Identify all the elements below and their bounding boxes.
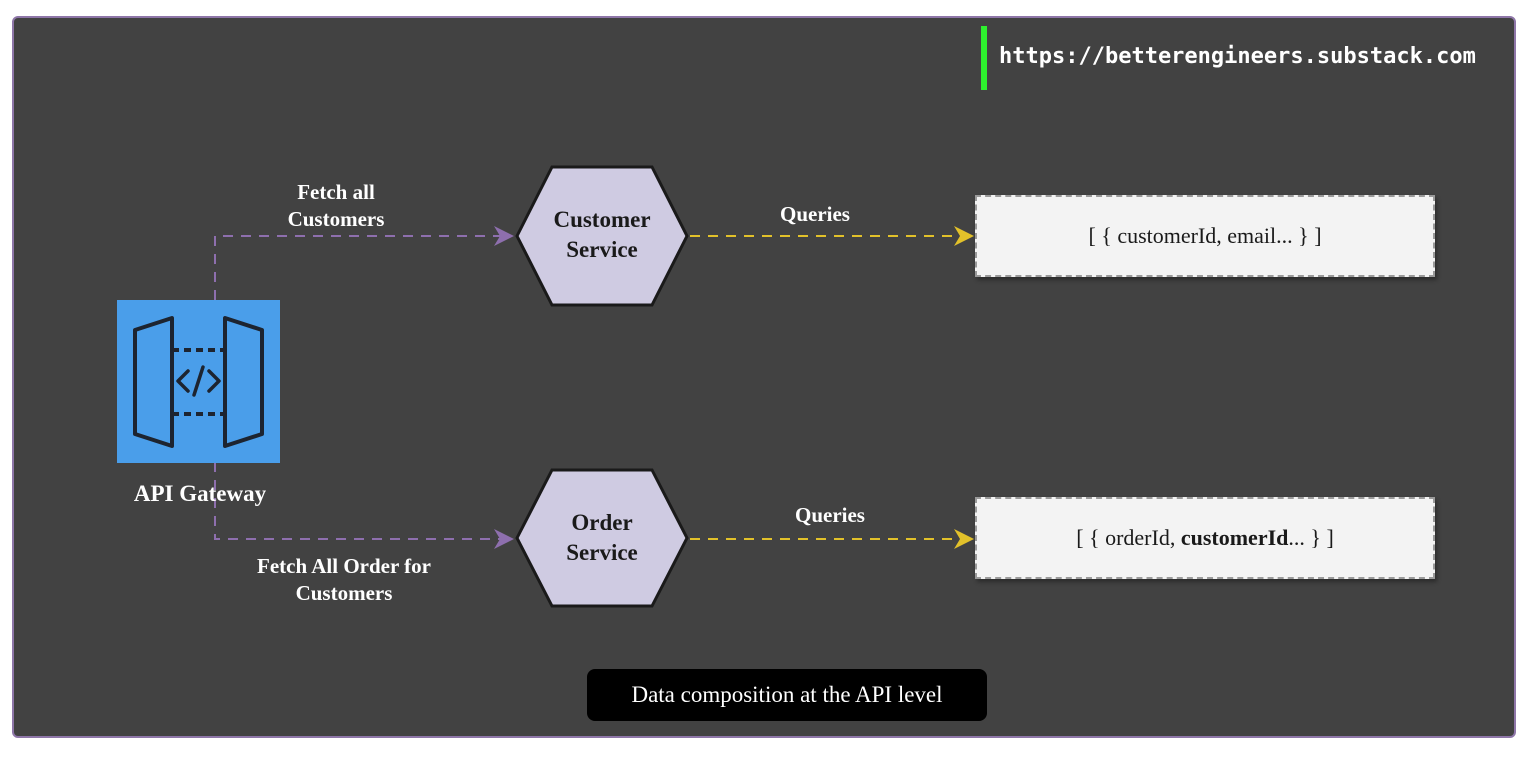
customer-data-box: [ { customerId, email... } ] [975, 195, 1435, 277]
edge-fetch-orders [214, 462, 514, 549]
order-data-suffix: ... } ] [1288, 525, 1334, 550]
label-fetch-orders-line2: Customers [295, 581, 393, 605]
order-data-prefix: [ { orderId, [1076, 525, 1181, 550]
order-service-line1: Order [571, 510, 633, 535]
label-fetch-customers-line2: Customers [287, 207, 385, 231]
caption-text: Data composition at the API level [631, 682, 943, 707]
label-fetch-customers: Fetch all Customers [256, 179, 416, 233]
customer-service-hexagon [515, 165, 689, 307]
order-data-box: [ { orderId, customerId... } ] [975, 497, 1435, 579]
label-fetch-orders: Fetch All Order for Customers [224, 553, 464, 607]
url-accent-bar [981, 26, 987, 90]
customer-service-label[interactable]: Customer Service [532, 205, 672, 265]
order-service-hexagon [515, 468, 689, 608]
api-gateway-label: API Gateway [133, 481, 267, 506]
diagram-caption: Data composition at the API level [587, 669, 987, 721]
label-fetch-customers-line1: Fetch all [297, 180, 375, 204]
edge-fetch-customers [214, 226, 514, 300]
customer-service-line1: Customer [553, 207, 651, 232]
customer-data-text: [ { customerId, email... } ] [1088, 223, 1322, 248]
order-data-customerid: customerId [1180, 525, 1289, 550]
api-gateway-icon [117, 300, 280, 463]
label-order-queries: Queries [795, 503, 865, 527]
customer-service-line2: Service [566, 237, 638, 262]
label-customer-queries: Queries [780, 202, 850, 226]
label-fetch-orders-line1: Fetch All Order for [257, 554, 431, 578]
order-service-label[interactable]: Order Service [532, 508, 672, 568]
order-service-line2: Service [566, 540, 638, 565]
source-url[interactable]: https://betterengineers.substack.com [999, 44, 1476, 69]
